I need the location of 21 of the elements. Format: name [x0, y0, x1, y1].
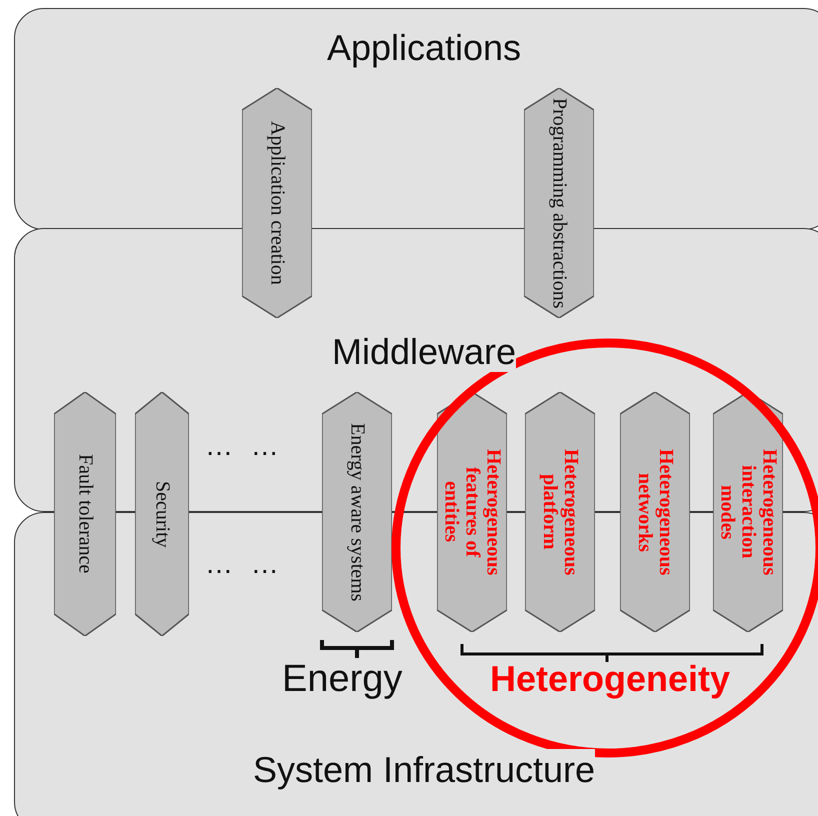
block-label: Programming abstractions: [548, 98, 570, 308]
block-label: Heterogeneous platform: [539, 448, 581, 578]
dots-ellipsis: … …: [205, 548, 279, 580]
block-label: Heterogeneous interaction modes: [716, 448, 780, 578]
hexagon-block: [525, 392, 595, 632]
block-label: Security: [152, 480, 172, 548]
block-label: Application creation: [266, 121, 288, 285]
hexagon-block: [135, 392, 189, 636]
hexagon-block: [242, 88, 312, 318]
block-label: Energy aware systems: [346, 422, 368, 602]
hexagon-block: [620, 392, 690, 632]
hexagon-block: [54, 392, 116, 636]
bracket-caption: Energy: [282, 658, 402, 701]
layer-title: System Infrastructure: [252, 749, 596, 790]
block-label: Heterogeneous networks: [634, 448, 676, 578]
block-label: Fault tolerance: [74, 454, 96, 574]
bracket-caption: Heterogeneity: [490, 658, 730, 700]
dots-ellipsis: … …: [205, 430, 279, 462]
block-label: Heterogeneous features of entities: [440, 448, 504, 578]
hexagon-block: [524, 88, 594, 318]
hexagon-block: [322, 392, 392, 632]
